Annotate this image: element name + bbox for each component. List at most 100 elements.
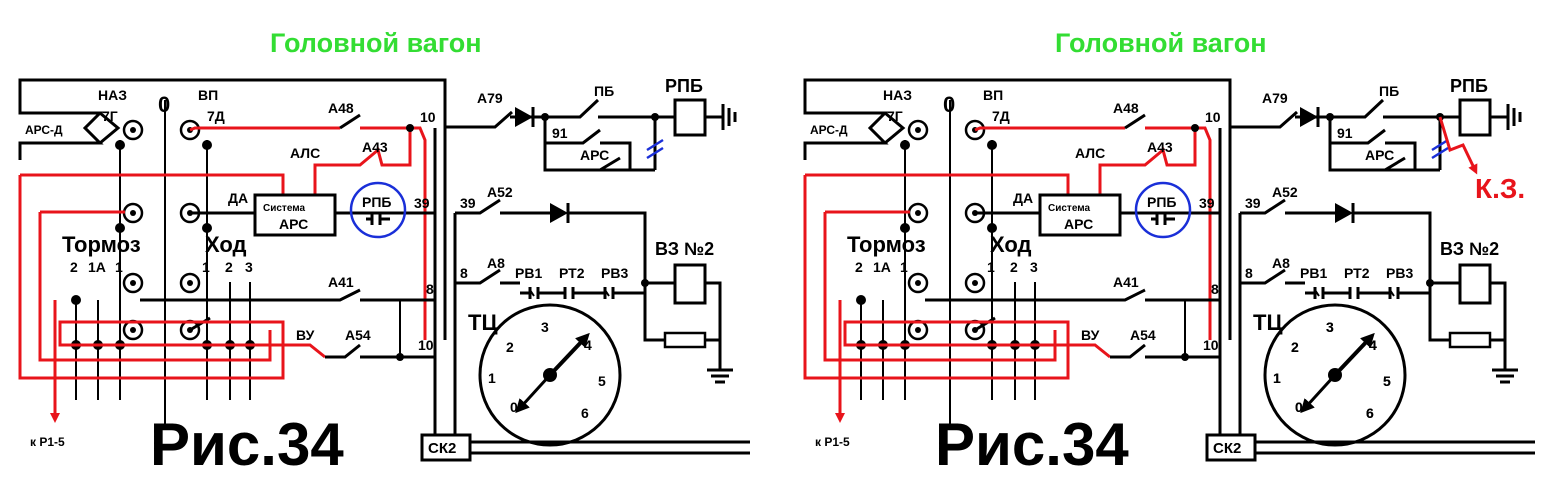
rpb-relay-coil [673, 98, 707, 137]
junction-dot [406, 124, 414, 132]
tc-gauge-number: 2 [506, 339, 514, 355]
rv3-label: РВ3 [1386, 265, 1413, 281]
tc-gauge-number: 2 [1291, 339, 1299, 355]
energized-wire [360, 126, 427, 340]
controller-terminal-dots [856, 127, 1040, 350]
tormoz-pos-1a: 1А [88, 259, 106, 275]
vz2-coil [673, 263, 707, 305]
timing-contact-ticks [529, 289, 610, 297]
energized-wire [189, 126, 340, 132]
tormoz-label: Тормоз [62, 232, 141, 257]
hod-label: Ход [205, 232, 247, 257]
a79-wire [445, 110, 513, 129]
pb-lower-wire [545, 128, 601, 145]
energized-wire [805, 173, 1070, 195]
wire-39-left-label: 39 [1199, 195, 1215, 211]
a43-label: А43 [1147, 139, 1173, 155]
tc-gauge-number: 1 [1273, 370, 1281, 386]
ars-contact-label: АРС [1365, 147, 1394, 163]
resistor-wire [643, 283, 665, 342]
resistor-wire [1428, 283, 1450, 342]
tormoz-pos-1a: 1А [873, 259, 891, 275]
vp-label: ВП [983, 87, 1003, 103]
vz-return-wire [1490, 281, 1507, 370]
pb-label: ПБ [594, 83, 614, 99]
tc-needle-hub [1328, 368, 1342, 382]
ars-system-label-2: АРС [1064, 216, 1093, 232]
ground-symbol [707, 368, 733, 384]
hod-pos-1: 1 [202, 259, 210, 275]
diode-2 [1335, 203, 1353, 223]
tc-gauge-number: 1 [1273, 370, 1281, 386]
ars-d-wire [884, 111, 906, 145]
pb-lower-wire [1330, 128, 1386, 145]
a8-label: А8 [1272, 255, 1290, 271]
tc-gauge-number: 1 [488, 370, 496, 386]
rpb-coil-label: РПБ [362, 194, 391, 210]
a43-label: А43 [362, 139, 388, 155]
naz-label: НАЗ [883, 87, 912, 103]
tc-gauge-number: 0 [1295, 399, 1303, 415]
ars-wire [1385, 141, 1417, 170]
resistor [663, 331, 707, 349]
naz-wire-label: 7Г [102, 108, 118, 124]
tormoz-label: Тормоз [847, 232, 926, 257]
a41-wire [925, 288, 1146, 302]
ars-system-box [253, 193, 337, 237]
vz2-coil [1458, 263, 1492, 305]
junction-dot [1191, 124, 1199, 132]
energized-wire [803, 175, 1070, 380]
als-label: АЛС [1075, 145, 1105, 161]
als-label: АЛС [290, 145, 320, 161]
energized-wire [18, 175, 285, 380]
a48-contact [339, 113, 361, 130]
vu-label: ВУ [296, 327, 315, 343]
timing-contacts [1305, 287, 1430, 299]
controller-terminals [122, 119, 201, 341]
tc-needle-head [515, 373, 552, 414]
ars-system-label-2: АРС [279, 216, 308, 232]
naz-label: НАЗ [98, 87, 127, 103]
junction-dot [396, 353, 404, 361]
vp-wire-label: 7Д [207, 108, 225, 124]
panel-1: Головной вагон АРС-Д НАЗ 7Г 0 ВП 7Д [18, 28, 750, 478]
rpb-highlight-ring [349, 181, 407, 239]
a48-label: А48 [1113, 100, 1139, 116]
sk2-cable [470, 440, 750, 455]
tc-needle-tail [548, 332, 590, 377]
a52-wire [455, 198, 501, 215]
energized-wire [974, 126, 1125, 132]
vz-return-wire [705, 281, 722, 370]
sk2-cable [1255, 440, 1535, 455]
a8-wire [1240, 268, 1286, 285]
tc-needle-tail [1333, 332, 1375, 377]
figure-caption: Рис.34 [150, 411, 344, 478]
rpb-coil-label: РПБ [1147, 194, 1176, 210]
diode-2 [550, 203, 568, 223]
energized-wire [265, 343, 326, 359]
hod-pos-3: 3 [1030, 259, 1038, 275]
a52-label: А52 [487, 184, 513, 200]
pb-wire [1330, 98, 1385, 119]
a54-label: А54 [345, 327, 371, 343]
tormoz-pos-1: 1 [115, 259, 123, 275]
tc-gauge-number: 6 [581, 405, 589, 421]
wire-39-right-label: 39 [1245, 195, 1261, 211]
ars-d-wire [99, 111, 121, 145]
a41-label: А41 [328, 274, 354, 290]
energized-wire [1145, 126, 1212, 340]
a79-label: А79 [477, 90, 503, 106]
ars-contact [1384, 156, 1406, 172]
diode-2-wire [1353, 211, 1432, 283]
rt2-label: РТ2 [1344, 265, 1370, 281]
tc-gauge-number: 0 [510, 399, 518, 415]
a52-wire [1240, 198, 1286, 215]
tc-needle-hub [543, 368, 557, 382]
tc-gauge-number: 2 [1291, 339, 1299, 355]
energized-wire [313, 128, 412, 195]
figure-caption: Рис.34 [935, 411, 1129, 478]
rpb-contact-symbol [366, 213, 390, 225]
wire-10-top-label: 10 [420, 109, 436, 125]
tc-needle-head [1300, 373, 1337, 414]
